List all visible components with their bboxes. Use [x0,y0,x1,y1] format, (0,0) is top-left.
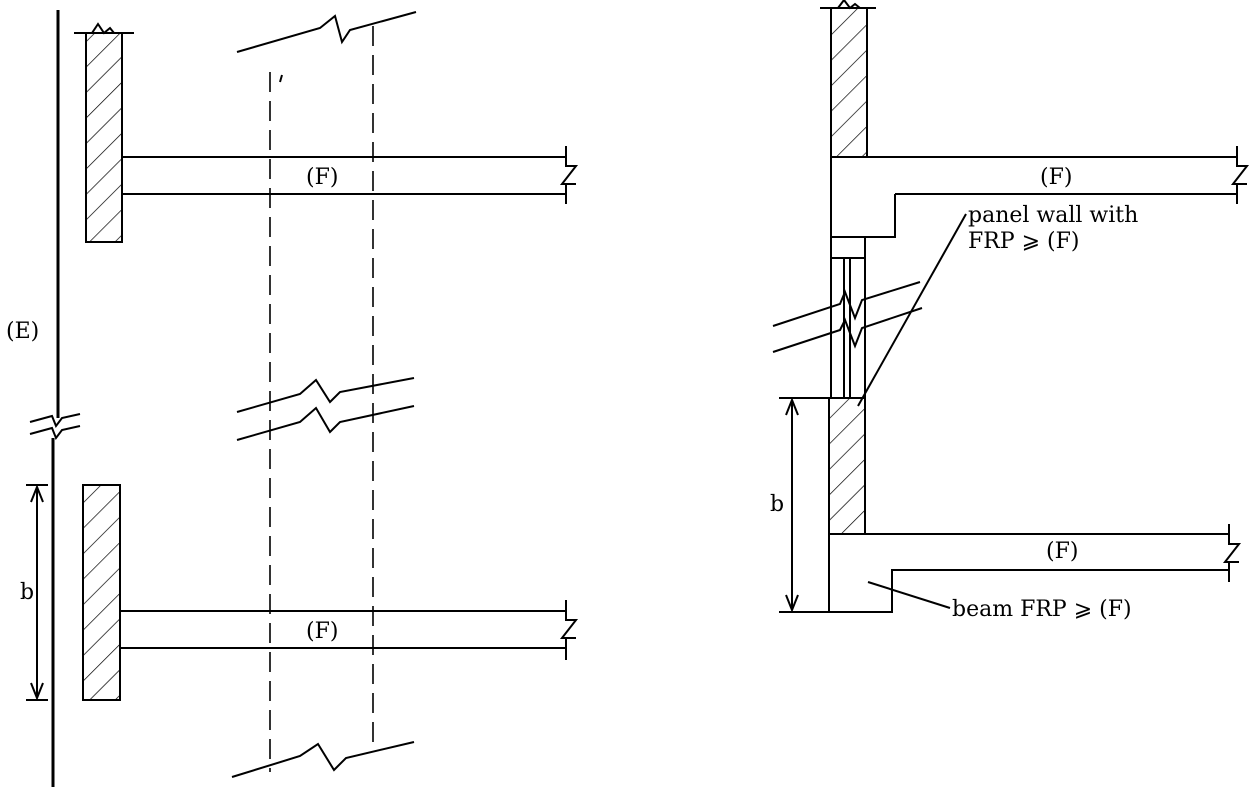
left-detail: (E) (F) (F) b [6,10,579,787]
right-lower-slab [828,533,1229,613]
dimension-b-left: b [20,484,48,701]
label-b-right: b [770,492,784,517]
middle-break-line-upper [236,377,415,413]
label-F-left-top: (F) [306,165,338,190]
right-lower-slab-break-symbol [1222,524,1242,582]
right-lower-hatched-wall [828,397,866,535]
upper-slab-break-symbol [559,146,579,204]
bottom-break-line [231,741,415,778]
lower-slab [120,610,566,649]
beam-frp-leader [867,581,951,609]
panel-wall-leader [857,213,967,407]
label-E: (E) [6,319,39,344]
upper-slab [122,156,566,195]
label-F-left-bottom: (F) [306,619,338,644]
upper-column-break-symbol [74,22,134,35]
label-F-right-top: (F) [1040,165,1072,190]
panel-wall-break-line [772,281,923,353]
right-upper-slab-break-symbol [1230,146,1250,204]
panel-wall-frame [830,237,866,398]
top-break-line [236,11,417,53]
middle-break-line-lower [236,405,415,441]
right-upper-hatched-wall [830,7,868,158]
label-panel-wall-line1: panel wall with [968,203,1138,228]
small-tick-mark [279,74,283,83]
boundary-break-symbol [29,413,81,441]
label-beam-frp: beam FRP ⩾ (F) [952,597,1132,622]
right-detail: (F) (F) panel wall with FRP ⩾ (F) beam F… [770,0,1250,622]
right-upper-slab [830,156,1237,238]
lower-slab-break-symbol [559,600,579,660]
right-top-break-symbol [820,0,876,10]
label-F-right-bottom: (F) [1046,539,1078,564]
dimension-b-right: b [770,397,831,613]
lower-hatched-column [82,484,121,701]
label-panel-wall-line2: FRP ⩾ (F) [968,229,1079,254]
label-b-left: b [20,580,34,605]
upper-hatched-column [85,32,123,243]
